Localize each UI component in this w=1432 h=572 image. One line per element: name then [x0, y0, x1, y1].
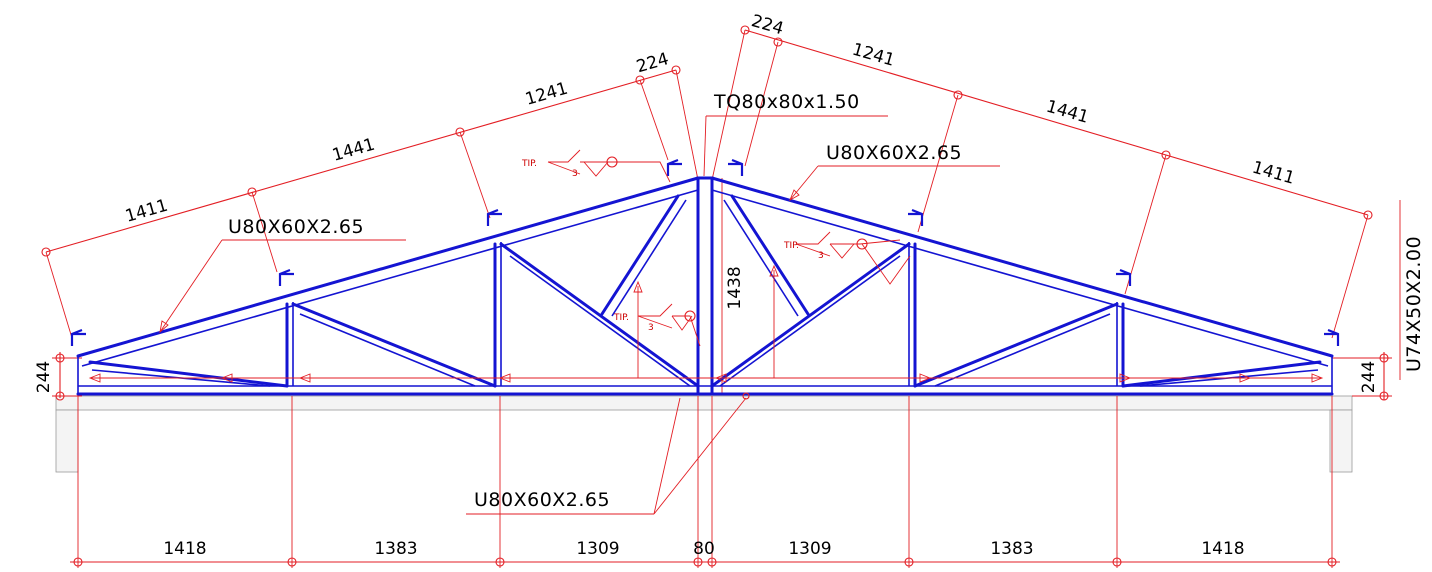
top-right-dim-3: 1441 — [1044, 97, 1091, 128]
label-purlin-section: U74X50X2.00 — [1399, 200, 1425, 380]
support-walls — [55, 395, 1353, 473]
bottom-dim-1: 1418 — [163, 539, 206, 559]
truss-members — [76, 176, 1334, 396]
purlins — [70, 158, 1340, 346]
bottom-chord-arrows — [88, 264, 1324, 383]
center-height-dimension: 1438 — [721, 178, 745, 394]
top-left-dim-1: 1411 — [123, 196, 170, 227]
weld-symbol-left-upper: TIP. 3 — [521, 149, 671, 183]
weld-symbol-right: TIP. 3 — [783, 231, 911, 285]
weld-symbol-center: TIP. 3 — [613, 303, 701, 347]
top-right-dim-2: 1241 — [850, 40, 897, 71]
right-height-dimension: 244 — [1332, 352, 1392, 401]
label-top-chord-left: U80X60X2.65 — [159, 216, 406, 334]
weld-size: 3 — [818, 251, 824, 261]
weld-size: 3 — [572, 169, 578, 179]
center-height-dim: 1438 — [725, 266, 745, 309]
ridge-post — [696, 176, 714, 396]
right-height-dim: 244 — [1359, 361, 1379, 393]
top-right-dim-1: 224 — [749, 11, 786, 39]
purlin-section-label: U74X50X2.00 — [1403, 236, 1425, 372]
top-right-dim-4: 1411 — [1250, 158, 1297, 189]
bottom-dim-4: 80 — [693, 539, 715, 559]
ridge-post-label: TQ80x80x1.50 — [713, 91, 860, 113]
top-chord-left-label: U80X60X2.65 — [228, 216, 364, 238]
label-top-chord-right: U80X60X2.65 — [789, 142, 1000, 202]
weld-tag: TIP. — [521, 159, 537, 169]
top-left-dim-3: 1241 — [523, 79, 570, 110]
top-chord-right — [710, 176, 1334, 358]
bottom-dim-3: 1309 — [576, 539, 619, 559]
bottom-dim-5: 1309 — [788, 539, 831, 559]
left-wall — [55, 409, 79, 473]
bottom-dim-7: 1418 — [1201, 539, 1244, 559]
label-bottom-chord: U80X60X2.65 — [466, 392, 750, 515]
bottom-dim-2: 1383 — [374, 539, 417, 559]
right-wall — [1329, 409, 1353, 473]
bottom-chord-label: U80X60X2.65 — [474, 489, 610, 511]
left-height-dimension: 244 — [34, 352, 82, 401]
wall-cap — [55, 395, 1353, 411]
top-chord-left — [76, 176, 700, 358]
top-left-dimension-chain: 1411 1441 1241 224 — [41, 49, 699, 339]
weld-tag: TIP. — [613, 313, 629, 323]
weld-size: 3 — [648, 323, 654, 333]
label-ridge-post: TQ80x80x1.50 — [703, 91, 888, 177]
bottom-dimension-chain: 1418 1383 1309 80 1309 1383 1418 — [70, 396, 1340, 568]
weld-tag: TIP. — [783, 241, 799, 251]
top-chord-right-label: U80X60X2.65 — [826, 142, 962, 164]
top-left-dim-2: 1441 — [330, 135, 377, 166]
bottom-dim-6: 1383 — [990, 539, 1033, 559]
left-height-dim: 244 — [34, 361, 54, 393]
